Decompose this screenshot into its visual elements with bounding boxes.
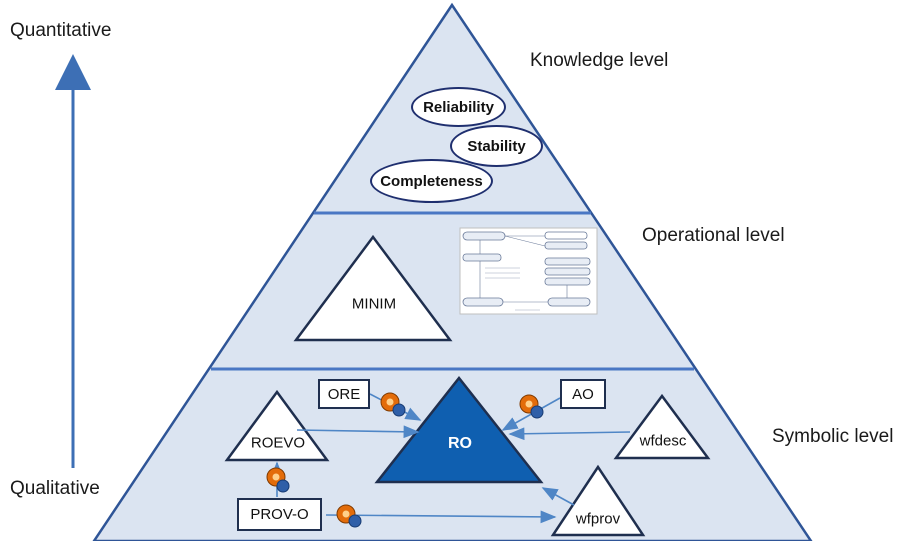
ro-label: RO xyxy=(448,435,472,452)
gear-icon xyxy=(380,392,406,417)
level-label-symbolic: Symbolic level xyxy=(772,426,894,447)
minim-triangle xyxy=(293,234,453,342)
gear-icon xyxy=(519,394,544,419)
minim-schema-thumbnail xyxy=(459,227,598,315)
axis-label-qualitative: Qualitative xyxy=(10,478,100,499)
axis-label-quantitative: Quantitative xyxy=(10,20,112,41)
oval-reliability: Reliability xyxy=(411,87,506,127)
roevo-label: ROEVO xyxy=(250,434,306,452)
wfdesc-triangle xyxy=(613,393,711,460)
roevo-triangle xyxy=(224,389,330,462)
oval-stability: Stability xyxy=(450,125,543,167)
ao-box: AO xyxy=(560,379,606,409)
arrow-roevo-to-ro xyxy=(296,425,420,439)
oval-completeness: Completeness xyxy=(370,159,493,203)
wfprov-triangle xyxy=(550,464,646,537)
arrow-wfprov-to-ro xyxy=(541,487,575,506)
level-label-operational: Operational level xyxy=(642,225,785,246)
gear-icon xyxy=(336,504,362,528)
arrow-wfdesc-to-ro xyxy=(508,427,631,441)
wfdesc-label: wfdesc xyxy=(639,432,687,450)
minim-label: MINIM xyxy=(351,295,397,313)
ore-box: ORE xyxy=(318,379,370,409)
wfprov-label: wfprov xyxy=(575,510,621,528)
gear-icon xyxy=(266,467,290,493)
arrow-provo-to-wfprov xyxy=(325,510,557,524)
provo-box: PROV-O xyxy=(237,498,322,531)
level-label-knowledge: Knowledge level xyxy=(530,50,669,71)
